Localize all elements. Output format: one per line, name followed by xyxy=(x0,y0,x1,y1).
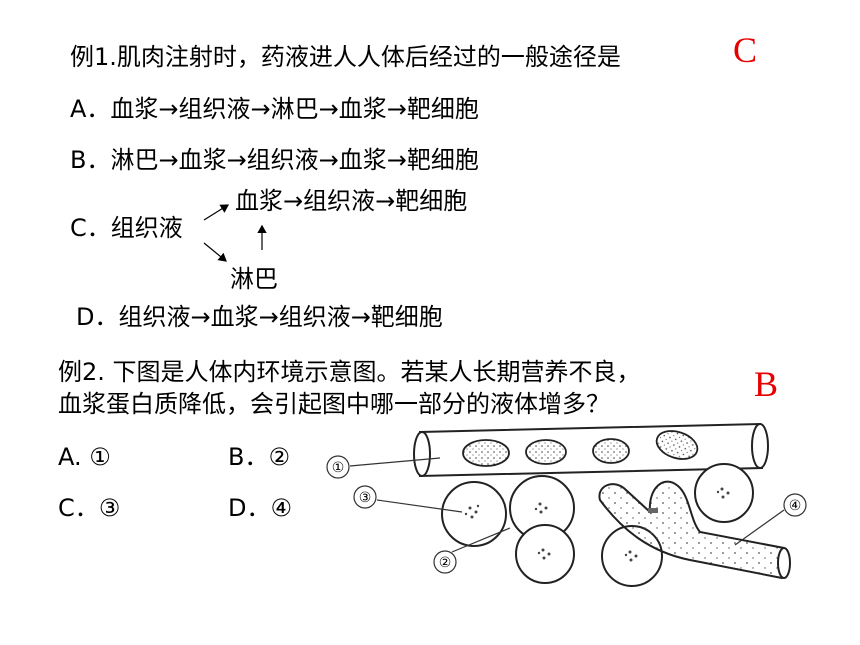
label-4: ④ xyxy=(734,493,807,546)
arrow-to-plasma xyxy=(203,204,230,221)
q1-option-c-upper: 血浆→组织液→靶细胞 xyxy=(235,187,468,215)
q2-option-d: D．④ xyxy=(228,494,292,522)
capillary-vessel xyxy=(413,422,769,478)
svg-text:②: ② xyxy=(439,555,452,571)
blood-cell xyxy=(462,439,510,467)
blood-cell xyxy=(525,439,567,465)
q1-option-b: B．淋巴→血浆→组织液→血浆→靶细胞 xyxy=(70,146,479,174)
q2-stem-line2: 血浆蛋白质降低，会引起图中哪一部分的液体增多？ xyxy=(58,390,610,418)
q1-stem: 例1.肌肉注射时，药液进人人体后经过的一般途径是 xyxy=(70,43,621,71)
tissue-cell xyxy=(694,463,754,523)
svg-text:④: ④ xyxy=(789,498,802,514)
internal-environment-diagram: ① ③ ② ④ xyxy=(326,422,807,587)
label-2: ② xyxy=(433,527,511,574)
q2-stem-line1: 例2. 下图是人体内环境示意图。若某人长期营养不良， xyxy=(58,358,641,386)
tissue-cells xyxy=(441,463,754,587)
svg-text:③: ③ xyxy=(359,490,372,506)
tissue-cell xyxy=(515,524,575,584)
q1-option-c-label: C．组织液 xyxy=(70,214,183,242)
blood-cell xyxy=(655,430,699,460)
tissue-cell xyxy=(441,481,507,547)
option-c-arrows xyxy=(203,204,267,262)
label-1: ① xyxy=(326,455,441,479)
q1-option-c-lower: 淋巴 xyxy=(230,265,278,293)
q1-answer: C xyxy=(733,30,758,70)
svg-text:①: ① xyxy=(332,460,345,476)
lymphatic-vessel xyxy=(598,480,791,580)
q2-answer: B xyxy=(754,364,779,404)
q1-option-a: A．血浆→组织液→淋巴→血浆→靶细胞 xyxy=(70,95,479,123)
label-3: ③ xyxy=(353,485,463,513)
blood-cell xyxy=(592,438,630,464)
arrow-to-lymph xyxy=(203,242,227,262)
q2-option-b: B．② xyxy=(228,443,290,471)
q1-option-d: D．组织液→血浆→组织液→靶细胞 xyxy=(76,303,443,331)
q2-option-c: C．③ xyxy=(58,494,121,522)
q2-option-a: A. ① xyxy=(58,443,111,471)
